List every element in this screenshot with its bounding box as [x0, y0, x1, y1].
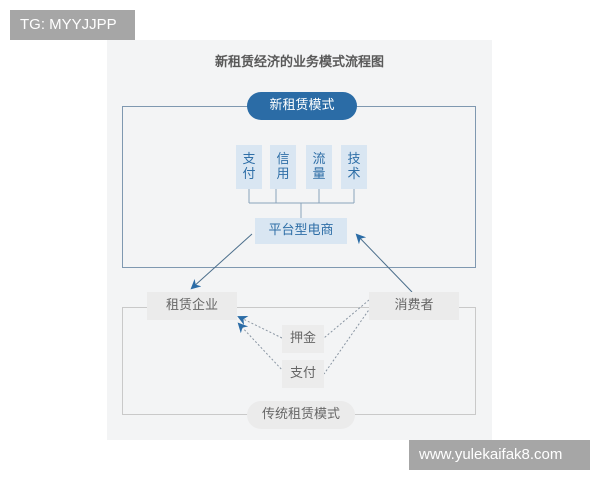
- pillar-char: 支: [242, 152, 256, 167]
- pillar-char: 技: [347, 152, 361, 167]
- pillar-char: 术: [347, 167, 361, 182]
- consumer-node: 消费者: [369, 292, 459, 320]
- deposit-node: 押金: [282, 325, 324, 353]
- pillar-technology: 技 术: [341, 145, 367, 189]
- pillar-char: 用: [276, 167, 290, 182]
- diagram-panel: 新租赁经济的业务模式流程图 新租赁模式 支: [107, 40, 492, 440]
- new-rental-model-label: 新租赁模式: [247, 92, 357, 120]
- pillar-credit: 信 用: [270, 145, 296, 189]
- pillar-char: 流: [312, 152, 326, 167]
- traditional-rental-model-label: 传统租赁模式: [247, 401, 355, 429]
- connector-lines: [190, 189, 413, 375]
- payment-arrow: [237, 322, 285, 373]
- pillar-char: 信: [276, 152, 290, 167]
- pillar-char: 付: [242, 167, 256, 182]
- payment-node: 支付: [282, 360, 324, 388]
- pillar-char: 量: [312, 167, 326, 182]
- pillar-traffic: 流 量: [306, 145, 332, 189]
- platform-to-rental-arrow: [190, 233, 253, 290]
- platform-ecommerce-node: 平台型电商: [255, 218, 347, 244]
- watermark-top: TG: MYYJJPP: [10, 10, 135, 40]
- pillar-payment: 支 付: [236, 145, 262, 189]
- rental-company-node: 租赁企业: [147, 292, 237, 320]
- deposit-arrow: [237, 316, 283, 339]
- watermark-bottom: www.yulekaifak8.com: [409, 440, 590, 470]
- consumer-to-platform-arrow: [355, 233, 413, 293]
- diagram-title: 新租赁经济的业务模式流程图: [214, 55, 384, 70]
- pillar-connectors: [248, 189, 355, 218]
